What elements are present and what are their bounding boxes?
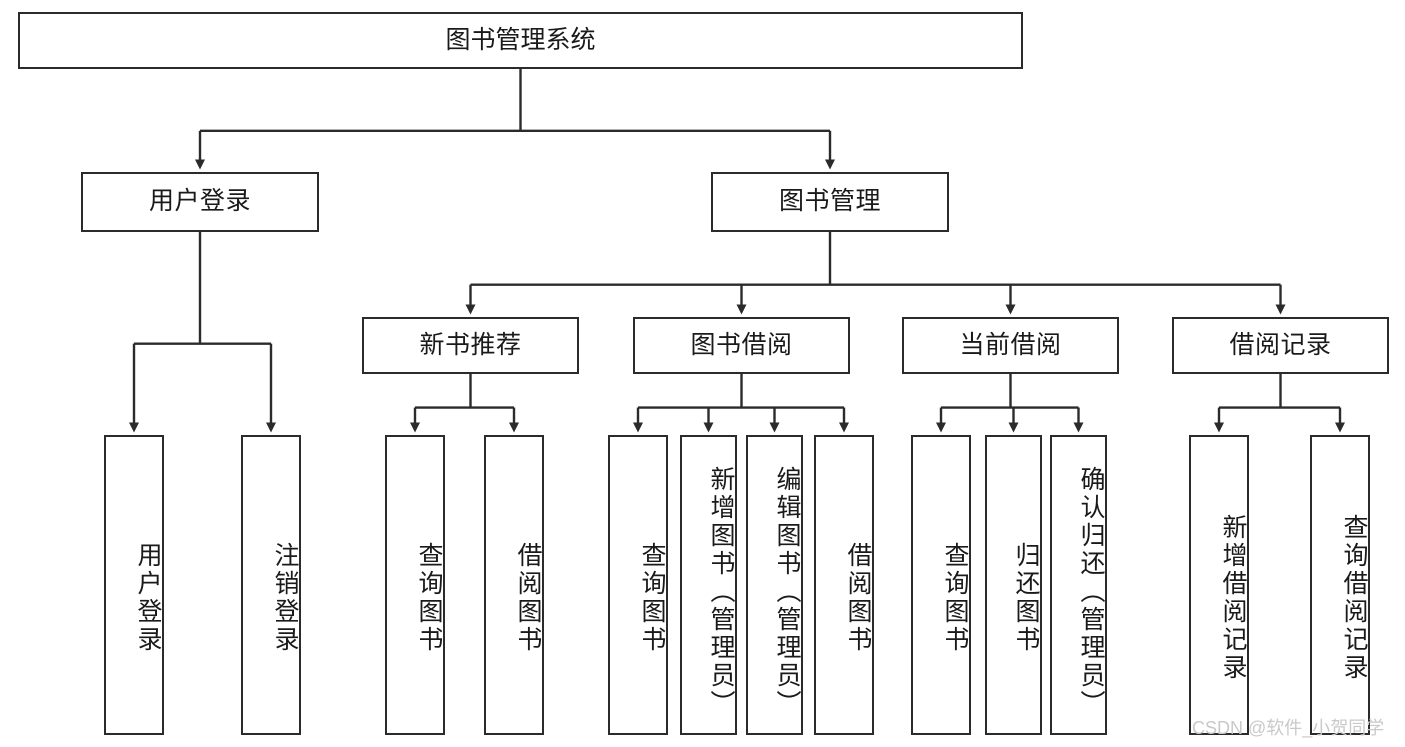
leaf-query-book-recommend[interactable]: 查询图书 — [385, 435, 445, 735]
node-label: 归还图书 — [1012, 542, 1040, 654]
leaf-user-login[interactable]: 用户登录 — [104, 435, 164, 735]
node-borrowing-record[interactable]: 借阅记录 — [1172, 317, 1389, 374]
leaf-borrow-book[interactable]: 借阅图书 — [814, 435, 874, 735]
leaf-query-book-borrowing[interactable]: 查询图书 — [608, 435, 668, 735]
node-book-management[interactable]: 图书管理 — [711, 172, 949, 232]
csdn-watermark: CSDN @软件_小贺同学 — [1192, 718, 1385, 738]
node-book-borrowing[interactable]: 图书借阅 — [633, 317, 850, 374]
node-label: 新增图书（管理员） — [707, 466, 735, 718]
leaf-confirm-return-admin[interactable]: 确认归还（管理员） — [1050, 435, 1107, 735]
node-label: 确认归还（管理员） — [1077, 466, 1105, 718]
leaf-query-book-current[interactable]: 查询图书 — [911, 435, 971, 735]
node-label: 编辑图书（管理员） — [773, 466, 801, 718]
node-label: 图书借阅 — [690, 330, 793, 359]
node-label: 借阅图书 — [514, 542, 542, 654]
leaf-return-book[interactable]: 归还图书 — [985, 435, 1042, 735]
node-root-book-management-system[interactable]: 图书管理系统 — [18, 12, 1023, 69]
node-label: 图书管理系统 — [445, 25, 596, 54]
node-user-login[interactable]: 用户登录 — [81, 172, 319, 232]
node-label: 图书管理 — [778, 187, 881, 216]
node-new-book-recommendation[interactable]: 新书推荐 — [362, 317, 579, 374]
node-label: 当前借阅 — [959, 330, 1062, 359]
node-current-borrowing[interactable]: 当前借阅 — [902, 317, 1119, 374]
node-label: 用户登录 — [148, 187, 251, 216]
node-label: 查询图书 — [638, 542, 666, 654]
node-label: 注销登录 — [271, 542, 299, 654]
node-label: 借阅记录 — [1229, 330, 1332, 359]
leaf-borrow-book-recommend[interactable]: 借阅图书 — [484, 435, 544, 735]
node-label: 新增借阅记录 — [1219, 514, 1247, 682]
node-label: 用户登录 — [134, 542, 162, 654]
node-label: 新书推荐 — [419, 330, 522, 359]
leaf-add-book-admin[interactable]: 新增图书（管理员） — [680, 435, 737, 735]
node-label: 查询图书 — [415, 542, 443, 654]
leaf-logout-login[interactable]: 注销登录 — [241, 435, 301, 735]
leaf-edit-book-admin[interactable]: 编辑图书（管理员） — [746, 435, 803, 735]
node-label: 查询借阅记录 — [1340, 514, 1368, 682]
leaf-add-borrowing-record[interactable]: 新增借阅记录 — [1189, 435, 1249, 735]
leaf-query-borrowing-record[interactable]: 查询借阅记录 — [1310, 435, 1370, 735]
node-label: 查询图书 — [941, 542, 969, 654]
node-label: 借阅图书 — [844, 542, 872, 654]
